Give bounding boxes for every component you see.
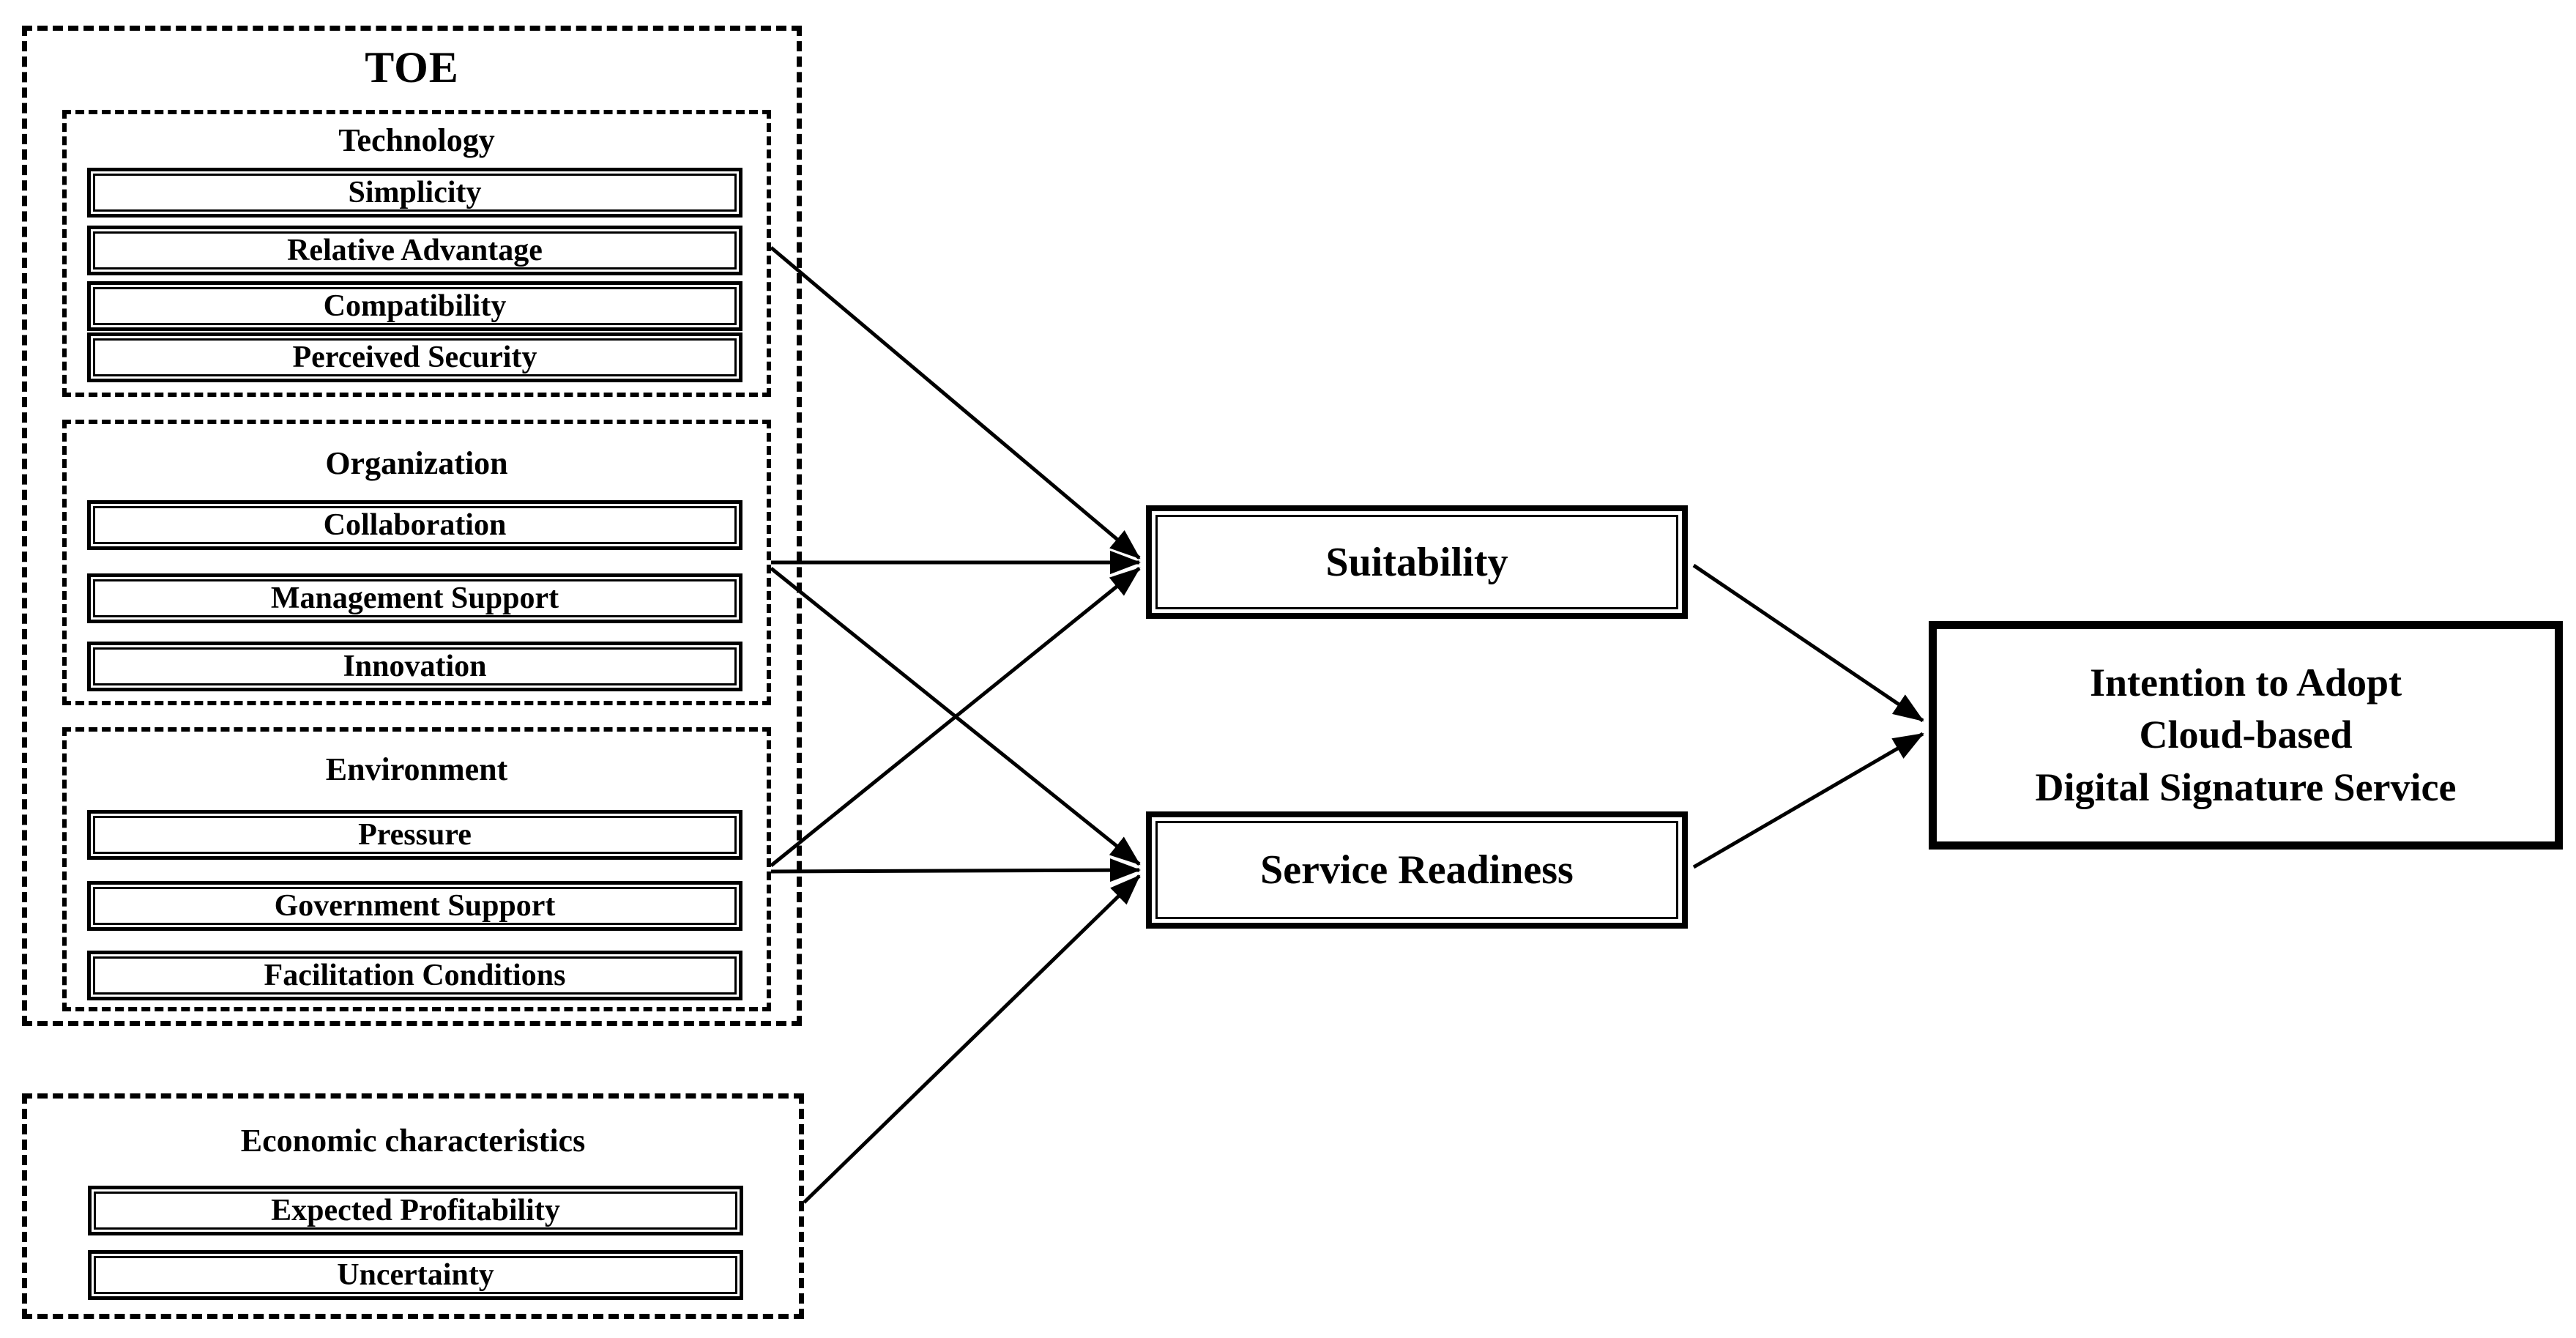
factor-perceived-security: Perceived Security	[87, 332, 742, 382]
factor-collaboration: Collaboration	[87, 500, 742, 550]
factor-facilitation-conditions: Facilitation Conditions	[87, 951, 742, 1000]
factor-pressure: Pressure	[87, 810, 742, 860]
factor-management-support: Management Support	[87, 573, 742, 623]
factor-relative-advantage: Relative Advantage	[87, 226, 742, 275]
factor-compatibility: Compatibility	[87, 281, 742, 331]
factor-expected-profitability: Expected Profitability	[88, 1186, 743, 1235]
suitability-label: Suitability	[1155, 515, 1678, 609]
toe-title: TOE	[365, 43, 459, 92]
group-economic-label: Economic characteristics	[240, 1123, 586, 1159]
arrow-environment-to-service-readiness	[770, 858, 1141, 882]
intention-line-1: Intention to Adopt	[2089, 661, 2402, 705]
service-readiness-label: Service Readiness	[1155, 821, 1678, 919]
factor-collaboration-label: Collaboration	[93, 506, 737, 544]
factor-simplicity: Simplicity	[87, 168, 742, 218]
factor-expected-profitability-label: Expected Profitability	[94, 1192, 737, 1230]
arrow-technology-to-suitability	[770, 246, 1141, 560]
arrow-suitability-to-intention	[1692, 563, 1924, 723]
group-organization-label: Organization	[325, 445, 508, 481]
group-technology: Technology Simplicity Relative Advantage…	[62, 110, 771, 397]
factor-uncertainty-label: Uncertainty	[94, 1256, 737, 1294]
factor-government-support-label: Government Support	[93, 887, 737, 925]
group-environment-label: Environment	[325, 751, 508, 787]
factor-pressure-label: Pressure	[93, 816, 737, 854]
factor-relative-advantage-label: Relative Advantage	[93, 231, 737, 270]
factor-innovation: Innovation	[87, 642, 742, 691]
group-technology-label: Technology	[338, 122, 495, 158]
factor-management-support-label: Management Support	[93, 579, 737, 617]
group-economic: Economic characteristics Expected Profit…	[22, 1093, 804, 1319]
suitability-box: Suitability	[1146, 505, 1688, 619]
factor-facilitation-conditions-label: Facilitation Conditions	[93, 956, 737, 995]
intention-box: Intention to Adopt Cloud-based Digital S…	[1929, 621, 2563, 850]
factor-simplicity-label: Simplicity	[93, 174, 737, 212]
factor-government-support: Government Support	[87, 881, 742, 931]
factor-compatibility-label: Compatibility	[93, 287, 737, 325]
factor-perceived-security-label: Perceived Security	[93, 338, 737, 376]
service-readiness-box: Service Readiness	[1146, 811, 1688, 929]
arrow-organization-to-service-readiness	[770, 567, 1141, 866]
arrow-economic-to-service-readiness	[803, 874, 1141, 1204]
group-environment: Environment Pressure Government Support …	[62, 727, 771, 1011]
group-organization: Organization Collaboration Management Su…	[62, 420, 771, 705]
arrow-service-readiness-to-intention	[1692, 732, 1924, 869]
intention-line-3: Digital Signature Service	[2035, 765, 2457, 809]
factor-innovation-label: Innovation	[93, 647, 737, 685]
intention-line-2: Cloud-based	[2139, 713, 2353, 757]
arrow-environment-to-suitability	[770, 567, 1141, 867]
factor-uncertainty: Uncertainty	[88, 1250, 743, 1300]
